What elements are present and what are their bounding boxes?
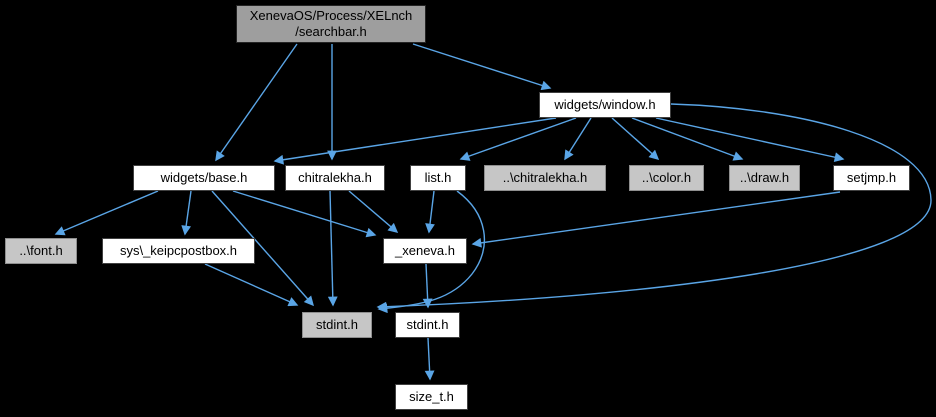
edge-base-to-xeneva [232,190,377,238]
edge-window-to-setjmp [655,117,845,163]
edge-searchbar-to-base [215,43,298,162]
node-stdint-h-white[interactable]: stdint.h [395,312,460,338]
node-searchbar-h: XenevaOS/Process/XELnch /searchbar.h [236,5,426,43]
node-xeneva-h[interactable]: _xeneva.h [383,238,467,264]
edge-base-to-font [54,190,159,236]
edge-searchbar-to-window [412,43,552,91]
node-stdint-h-gray: stdint.h [302,312,372,338]
node-size-t-h[interactable]: size_t.h [395,384,468,410]
edge-window-to-base [273,117,557,165]
edge-keipcpostbox-to-stdint [204,263,299,307]
node-color-h: ..\color.h [629,165,704,191]
node-searchbar-label-line1: XenevaOS/Process/XELnch [249,7,413,23]
node-font-h: ..\font.h [5,238,77,264]
node-setjmp-h[interactable]: setjmp.h [833,165,910,191]
edge-base-to-keipcpostbox [181,190,192,236]
node-widgets-window-h[interactable]: widgets/window.h [539,92,671,118]
edge-window-to-stdint [376,103,932,312]
edge-list-to-stdint [377,190,486,314]
edge-window-to-color [611,117,660,160]
edge-stdint-to-size-t [424,337,435,381]
node-sys-keipcpostbox-h[interactable]: sys\_keipcpostbox.h [102,238,255,264]
edge-chitralekha-to-xeneva [348,190,399,233]
edge-list-to-xeneva [425,190,435,234]
edge-setjmp-to-xeneva [471,191,841,248]
node-draw-h: ..\draw.h [729,165,800,191]
node-list-h[interactable]: list.h [410,165,466,191]
node-chitralekha-h[interactable]: chitralekha.h [285,165,385,191]
node-searchbar-label-line2: /searchbar.h [295,24,367,39]
edge-window-to-list [459,117,577,161]
edge-chitralekha-to-stdint [327,190,338,307]
edge-window-to-ext-chitralekha [564,117,592,161]
edge-xeneva-to-stdint [422,263,433,309]
node-ext-chitralekha-h: ..\chitralekha.h [484,165,606,191]
node-widgets-base-h[interactable]: widgets/base.h [133,165,275,191]
edge-base-to-stdint [211,190,314,307]
edge-window-to-draw [631,117,744,161]
